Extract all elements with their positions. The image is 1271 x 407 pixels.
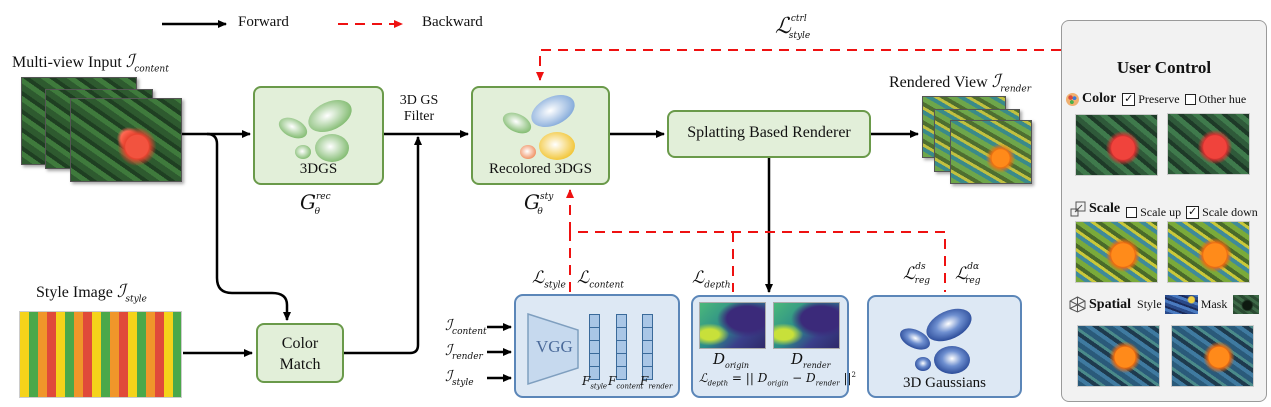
param-g-rec: Grecθ [300,190,331,217]
spatial-control-row: Spatial Style Mask [1069,295,1260,314]
preserve-checkbox[interactable]: ✓ [1122,92,1136,106]
loss-depth-label: ℒdepth [692,268,731,291]
node-renderer-label: Splatting Based Renderer [687,124,851,141]
gaussians-module: 3D Gaussians [867,295,1022,398]
param-g-sty: Gstyθ [524,190,554,217]
multiview-input-label: Multi-view Input ℐcontent [12,51,169,75]
color-preserve-result [1075,114,1158,176]
rendered-image-3 [950,120,1032,184]
depth-module: Dorigin Drender ℒdepth = || Dorigin − Dr… [691,295,856,398]
cube-icon [1069,296,1086,313]
feature-label-style: Fstyle [582,374,608,391]
spatial-heading: Spatial [1089,296,1132,312]
recolored-ellipses-icon [502,95,575,160]
rendered-view-label: Rendered View ℐrender [889,71,1031,95]
filter-label-line2: Filter [403,109,435,124]
style-image-label: Style Image ℐstyle [36,281,147,305]
legend-forward-label: Forward [238,14,289,30]
backward-ctrl-loss-line [536,49,1061,81]
resize-icon [1070,201,1086,216]
style-image [19,311,182,398]
vgg-encoder-shape [527,312,579,386]
depth-map-origin [699,302,766,349]
user-control-panel: User Control Color ✓ Preserve Other hue … [1061,20,1267,402]
user-control-title: User Control [1116,58,1212,77]
style-thumbnail[interactable] [1164,295,1198,314]
spatial-mask-label: Mask [1200,297,1228,311]
vgg-input-render: ℐrender [445,341,483,362]
node-3dgs-label: 3DGS [299,161,338,177]
node-color-match-label: Color Match [279,335,321,373]
mask-thumbnail[interactable] [1233,295,1260,314]
spatial-result-2 [1171,325,1254,387]
feature-stack-style [589,314,600,380]
feature-stack-render [642,314,653,380]
scale-control-row: Scale Scale up ✓ Scale down [1070,197,1258,220]
loss-sup: ctrl [790,13,807,24]
style-label-text: Style Image [36,284,113,301]
feature-label-content: Fcontent [608,374,644,391]
node-3dgs: 3DGS [253,86,384,185]
multiview-symbol: ℐcontent [125,51,169,75]
loss-sub: style [788,31,811,42]
vgg-input-style: ℐstyle [445,367,474,388]
depth-map-render [773,302,840,349]
rendered-view-symbol: ℐrender [991,71,1032,95]
multiview-label-text: Multi-view Input [12,54,122,71]
scale-heading: Scale [1089,200,1121,216]
feature-label-render: Frender [640,374,673,391]
node-splatting-renderer: Splatting Based Renderer [667,110,871,158]
line-colormatch-to-filter [344,136,422,355]
scale-up-checkbox[interactable] [1126,207,1138,218]
rendered-view-label-text: Rendered View [889,74,988,91]
style-symbol: ℐstyle [116,281,147,305]
vgg-input-content: ℐcontent [445,316,487,337]
line-input-branch-down [206,132,291,321]
other-hue-checkbox[interactable] [1184,93,1196,105]
color-heading: Color [1082,91,1117,106]
color-other-hue-result [1167,113,1250,175]
spatial-result-1 [1077,325,1160,387]
gaussian-ellipses-icon [278,100,352,162]
scale-down-label: Scale down [1202,205,1258,219]
depth-label-origin: Dorigin [713,350,750,370]
feature-stack-content [616,314,627,380]
scale-down-checkbox[interactable]: ✓ [1186,206,1200,219]
other-hue-label: Other hue [1198,91,1247,106]
depth-loss-equation: ℒdepth = || Dorigin − Drender ||2 [699,371,856,388]
node-recolored-label: Recolored 3DGS [489,161,592,177]
loss-style-label: ℒstyle [532,268,566,291]
node-color-match: Color Match [256,323,344,383]
depth-label-render: Drender [791,350,831,370]
scale-up-result [1075,221,1158,283]
spatial-style-label: Style [1137,297,1162,311]
loss-symbol: ℒ [775,14,791,39]
gaussians-label: 3D Gaussians [903,375,986,391]
loss-style-ctrl-label: ℒctrl style [775,13,811,42]
loss-content-label: ℒcontent [577,268,624,291]
color-control-row: Color ✓ Preserve Other hue [1066,91,1246,107]
gaussians-ellipses-icon [900,308,972,374]
palette-icon [1066,92,1079,106]
filter-label: 3D GS Filter [393,93,445,125]
loss-reg-da-label: ℒdαreg [955,262,981,287]
node-recolored-3dgs: Recolored 3DGS [471,86,610,185]
legend-backward-label: Backward [422,14,483,30]
loss-reg-ds-label: ℒdsreg [903,262,931,287]
filter-label-line1: 3D GS [399,93,439,108]
preserve-label: Preserve [1138,91,1180,106]
multiview-image-3 [70,98,182,182]
vgg-label: VGG [536,337,573,356]
scale-down-result [1167,221,1250,283]
scale-up-label: Scale up [1140,205,1182,219]
backward-loss-bus [569,231,946,292]
vgg-module: VGG Fstyle Fcontent Frender [514,294,680,398]
